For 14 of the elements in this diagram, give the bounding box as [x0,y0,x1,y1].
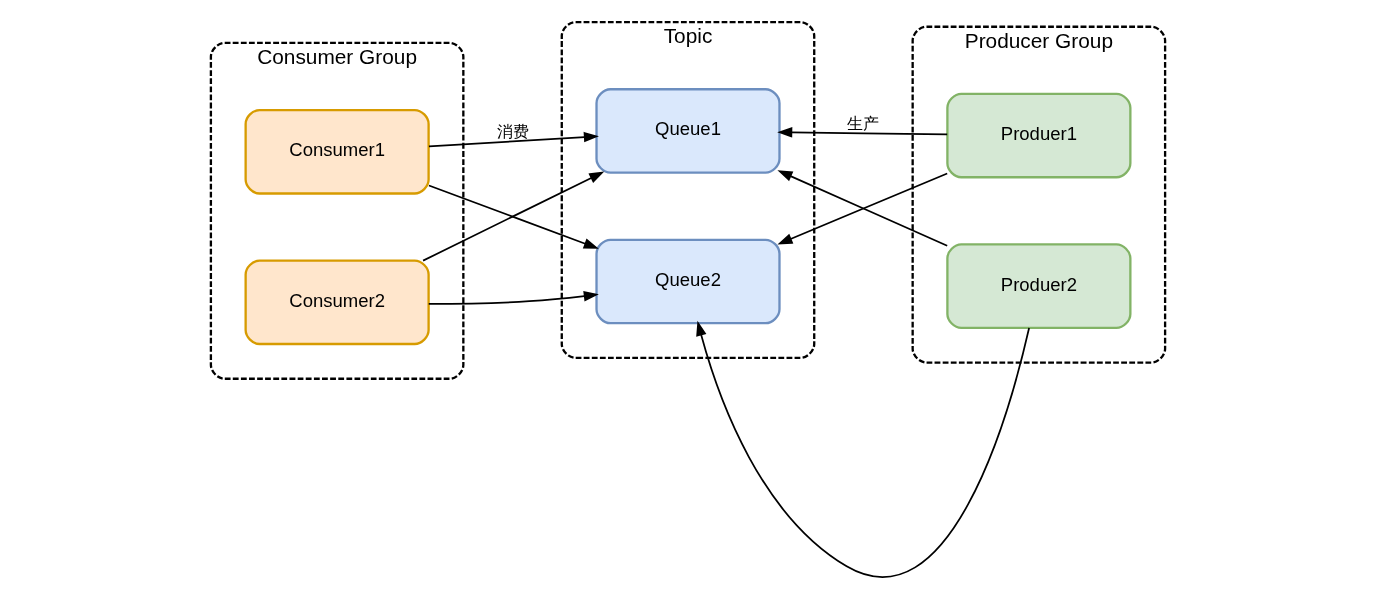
arrow [696,320,1030,577]
edge-label: 消费 [496,121,529,140]
edge-label: 生产 [847,113,880,132]
arrow [777,127,949,138]
arrow [422,171,605,262]
arrow [428,184,599,249]
node-box: Produer1 [946,92,1132,179]
arrow [427,290,599,305]
node-box: Consumer2 [244,259,430,346]
node-box: Produer2 [946,243,1132,329]
node-box: Queue1 [595,88,781,174]
arrow [428,131,599,148]
node-box: Consumer1 [244,108,430,195]
node-box: Queue2 [595,238,781,325]
